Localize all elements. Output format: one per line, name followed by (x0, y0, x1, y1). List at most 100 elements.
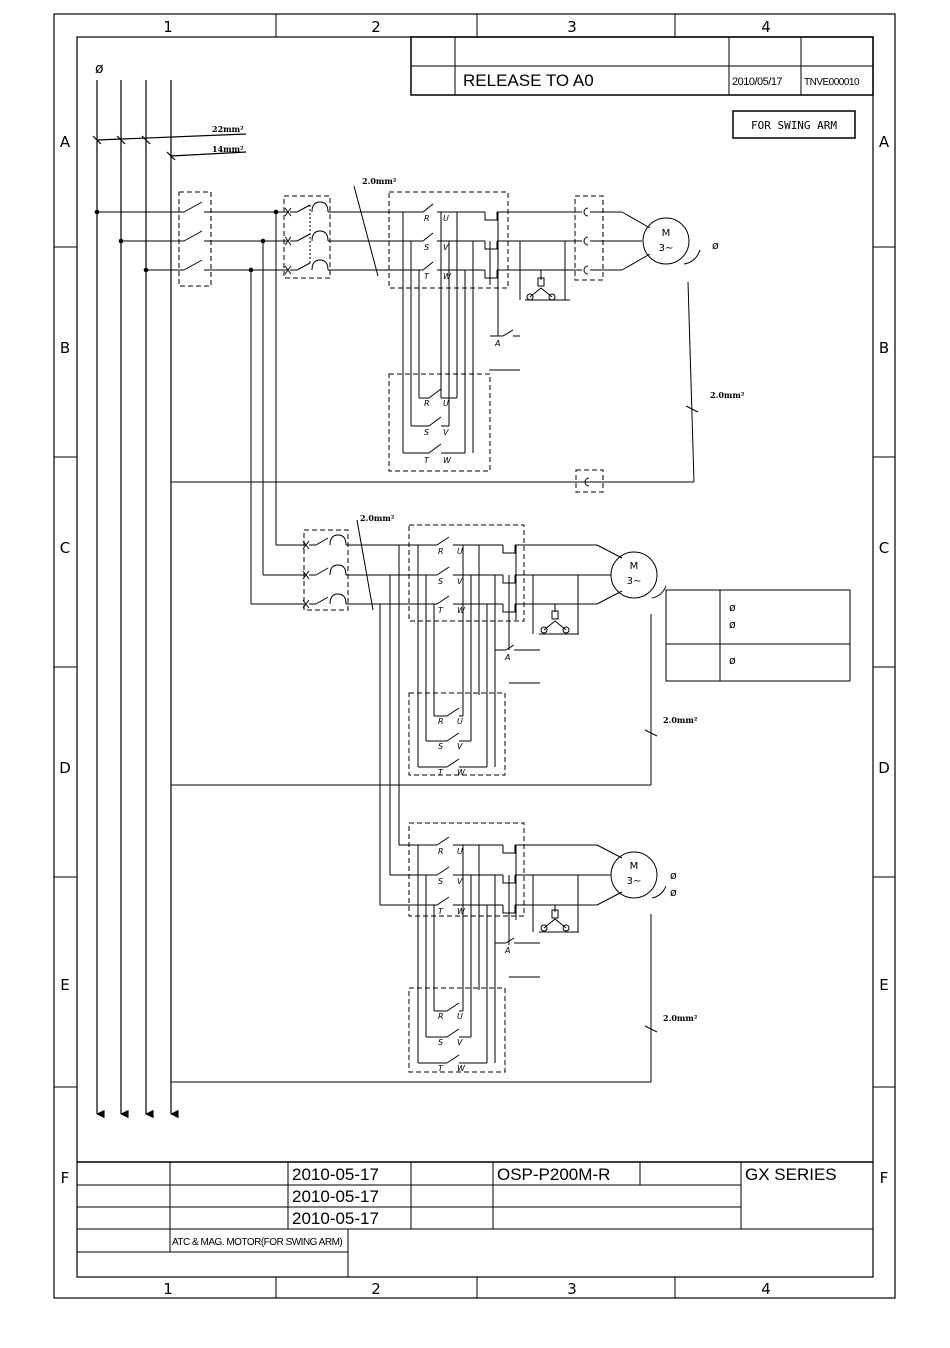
c3r-phase-r: R (438, 1012, 444, 1021)
wire-label-4: 2.0mm² (663, 715, 698, 725)
row-label-left-d: D (59, 759, 71, 777)
c2r-phase-t: T (438, 768, 444, 777)
legend-mark-3: ø (729, 654, 736, 667)
col-label-top-2: 2 (371, 18, 381, 36)
c2-aux-label: A (504, 653, 510, 662)
note-box (732, 110, 856, 139)
wire-label-2: 2.0mm² (710, 390, 745, 400)
motor-3-ground-2: ø (670, 886, 677, 899)
wire-label-1: 2.0mm² (362, 176, 397, 186)
c1r-term-w: W (443, 456, 452, 465)
c3-term-w: W (457, 907, 466, 916)
revision-block (410, 36, 874, 96)
note-text: FOR SWING ARM (751, 119, 837, 132)
row-label-left-f: F (61, 1169, 70, 1187)
bus-wire-ctrl: 14mm² (212, 144, 244, 154)
c1-term-u: U (443, 214, 449, 223)
c2-phase-s: S (438, 577, 443, 586)
legend-mark-1: ø (729, 601, 736, 614)
col-label-top-1: 1 (163, 18, 173, 36)
c3-aux-label: A (504, 946, 510, 955)
tb-drawing-no: OSP-P200M-R (497, 1165, 610, 1184)
c2r-term-u: U (457, 717, 463, 726)
c3r-phase-t: T (438, 1064, 444, 1073)
motor-3-label: M (630, 861, 639, 872)
circuit-1 (171, 185, 701, 493)
tb-date-1: 2010-05-17 (292, 1165, 379, 1184)
c3-term-v: V (457, 877, 463, 886)
c3r-term-v: V (457, 1038, 463, 1047)
row-label-right-b: B (879, 339, 889, 357)
motor-3-type: 3∼ (627, 876, 642, 887)
row-label-right-a: A (879, 133, 890, 151)
row-label-right-d: D (878, 759, 890, 777)
col-label-top-4: 4 (761, 18, 771, 36)
revision-date: 2010/05/17 (732, 76, 782, 88)
c1r-phase-r: R (424, 399, 430, 408)
tb-series: GX SERIES (745, 1165, 837, 1184)
c1-term-w: W (443, 272, 452, 281)
wire-label-5: 2.0mm² (663, 1013, 698, 1023)
row-label-left-a: A (60, 133, 71, 151)
revision-text: RELEASE TO A0 (463, 71, 594, 90)
col-label-bottom-2: 2 (371, 1280, 381, 1298)
c2-term-u: U (457, 547, 463, 556)
c1r-phase-s: S (424, 428, 429, 437)
grid-labels: 1 2 3 4 1 2 3 4 A B C D E F A B C D E F (59, 18, 890, 1298)
tb-date-3: 2010-05-17 (292, 1209, 379, 1228)
circuit-2-labels: 2.0mm² R U S V T W R U S V T W A M 3∼ 2.… (360, 513, 698, 777)
legend-mark-2: ø (729, 618, 736, 631)
c1r-term-u: U (443, 399, 449, 408)
c2r-term-v: V (457, 742, 463, 751)
c2-phase-t: T (438, 606, 444, 615)
bus-phase-symbol: ø (95, 61, 104, 77)
col-label-bottom-1: 1 (163, 1280, 173, 1298)
c3r-phase-s: S (438, 1038, 443, 1047)
c3-phase-t: T (438, 907, 444, 916)
motor-1-type: 3∼ (659, 243, 674, 254)
main-switch (94, 191, 279, 604)
main-bus (92, 80, 247, 1119)
drawing-frame (53, 13, 896, 1299)
c3-phase-s: S (438, 877, 443, 886)
wire-label-3: 2.0mm² (360, 513, 395, 523)
motor-2-type: 3∼ (627, 576, 642, 587)
breaker-1 (251, 201, 390, 275)
c2-term-w: W (457, 606, 466, 615)
circuit-3-labels: R U S V T W R U S V T W A M 3∼ ø ø 2.0mm… (438, 847, 698, 1073)
row-label-left-e: E (60, 976, 69, 994)
c2r-phase-s: S (438, 742, 443, 751)
col-label-bottom-3: 3 (567, 1280, 577, 1298)
circuit-3 (171, 822, 667, 1083)
c1-phase-s: S (424, 243, 429, 252)
bus-wire-main: 22mm² (212, 124, 244, 134)
row-label-left-c: C (60, 539, 70, 557)
c1-phase-t: T (424, 272, 430, 281)
tb-title: ATC & MAG. MOTOR(FOR SWING ARM) (172, 1237, 342, 1248)
motor-1-ground: ø (712, 239, 719, 252)
row-label-right-c: C (879, 539, 889, 557)
c1-phase-r: R (424, 214, 430, 223)
motor-2-label: M (630, 561, 639, 572)
col-label-bottom-4: 4 (761, 1280, 771, 1298)
motor-1-label: M (662, 228, 671, 239)
c1r-term-v: V (443, 428, 449, 437)
motor-3-ground-1: ø (670, 869, 677, 882)
circuit-1-labels: 2.0mm² R U S V T W R U S V T W A M 3∼ ø … (362, 176, 745, 465)
c2-term-v: V (457, 577, 463, 586)
legend-table (665, 589, 851, 682)
tb-date-2: 2010-05-17 (292, 1187, 379, 1206)
row-label-left-b: B (60, 339, 70, 357)
col-label-top-3: 3 (567, 18, 577, 36)
c3-term-u: U (457, 847, 463, 856)
c3-phase-r: R (438, 847, 444, 856)
c2-phase-r: R (438, 547, 444, 556)
c2r-phase-r: R (438, 717, 444, 726)
c1-term-v: V (443, 243, 449, 252)
revision-code: TNVE000010 (804, 77, 860, 88)
c1-aux-label: A (494, 339, 500, 348)
c2r-term-w: W (457, 768, 466, 777)
c1r-phase-t: T (424, 456, 430, 465)
